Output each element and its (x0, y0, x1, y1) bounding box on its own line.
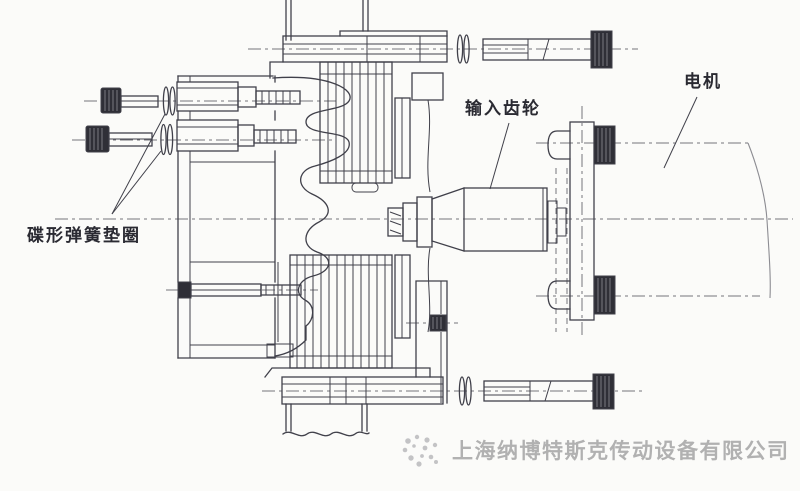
leader-washer-bottom (111, 150, 162, 215)
seal-block (177, 281, 192, 299)
gearbox-housing (177, 61, 431, 359)
label-motor: 电机 (684, 72, 722, 92)
top-output-shaft (282, 0, 448, 63)
center-lines (55, 48, 793, 392)
gear-taper (431, 187, 465, 252)
flange-bolt-head-bottom (593, 275, 616, 315)
disc-spring-washers-top (162, 86, 176, 116)
leader-motor (663, 96, 698, 169)
gear-section-top (319, 61, 444, 193)
cap-screw-top-right (456, 30, 613, 69)
cap-screw-left-top (100, 87, 159, 114)
company-logo-icon (402, 434, 438, 467)
watermark-text: 上海纳博特斯克传动设备有限公司 (452, 438, 790, 463)
cap-screw-left-bottom (85, 125, 153, 153)
lower-stud-bolt (190, 283, 302, 297)
label-disc-spring-washer: 碟形弹簧垫圈 (27, 226, 141, 246)
support-bracket (415, 280, 448, 404)
motor-outline (747, 142, 771, 299)
leader-washer-top (111, 113, 166, 215)
stud-standoff-top (176, 81, 301, 112)
set-screw (429, 314, 447, 332)
flange-bolt-head-top (593, 125, 616, 165)
input-gear-shaft (387, 187, 567, 252)
leader-input-gear (489, 122, 510, 190)
stud-standoff-bottom (176, 119, 297, 152)
cap-screw-bottom-right (458, 373, 615, 410)
leader-lines (111, 96, 698, 215)
label-input-gear: 输入齿轮 (465, 99, 541, 119)
watermark: 上海纳博特斯克传动设备有限公司 (398, 432, 790, 470)
disc-spring-washers-bottom (160, 123, 174, 156)
bottom-output-band (281, 376, 444, 437)
motor-flange (547, 121, 616, 321)
gear-section-bottom (264, 254, 431, 378)
